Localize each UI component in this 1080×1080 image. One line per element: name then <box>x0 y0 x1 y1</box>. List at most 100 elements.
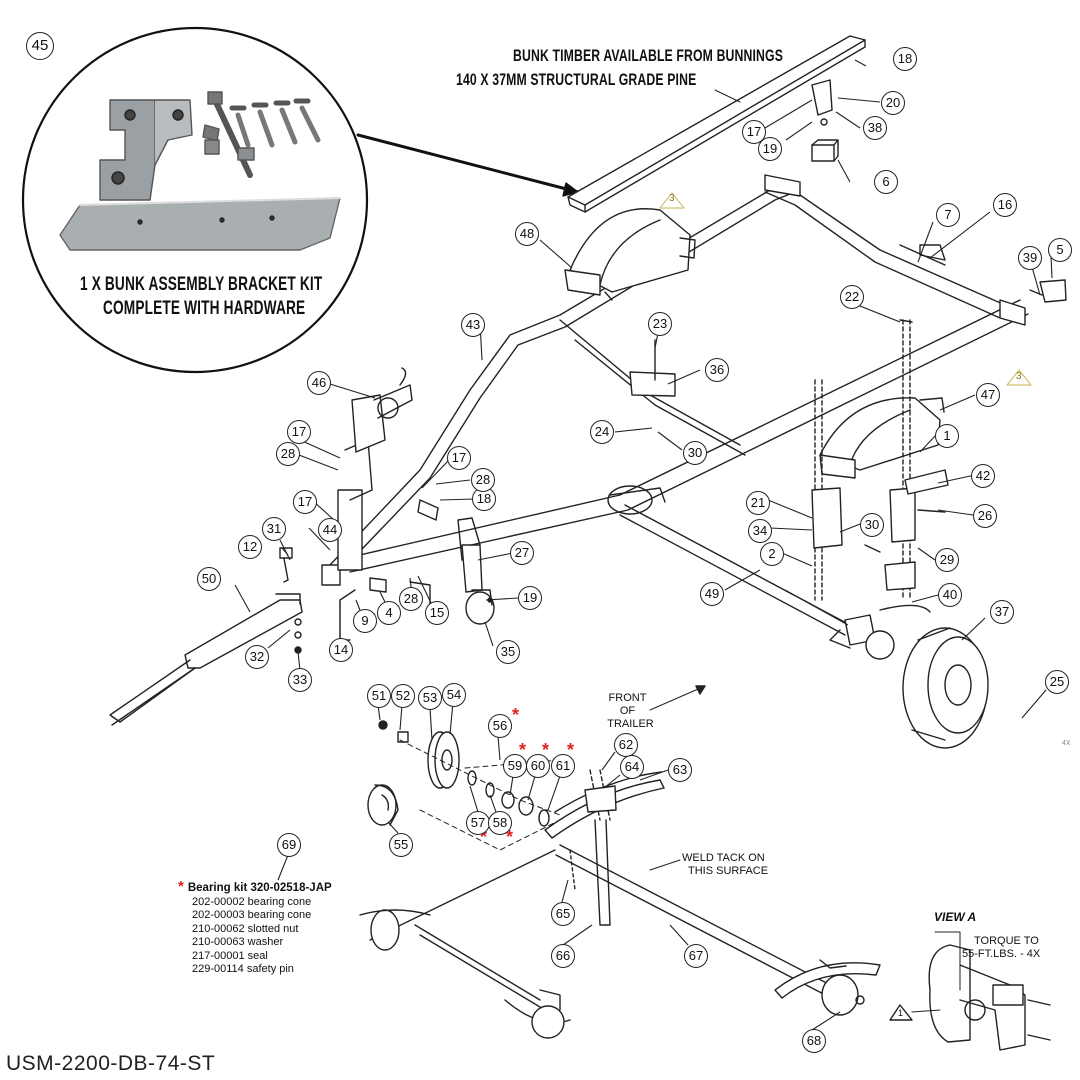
part-callout-17: 17 <box>742 120 766 144</box>
part-callout-42: 42 <box>971 464 995 488</box>
part-callout-12: 12 <box>238 535 262 559</box>
part-callout-33: 33 <box>288 668 312 692</box>
bearing-kit-title: Bearing kit 320-02518-JAP <box>187 882 332 894</box>
part-callout-68: 68 <box>802 1029 826 1053</box>
view-a-torque-note: TORQUE TO 55-FT.LBS. - 4X <box>962 935 1040 961</box>
part-callout-14: 14 <box>329 638 353 662</box>
part-callout-31: 31 <box>262 517 286 541</box>
bearing-kit-marker: * <box>567 740 575 760</box>
part-callout-7: 7 <box>936 203 960 227</box>
part-callout-17: 17 <box>293 490 317 514</box>
part-callout-28: 28 <box>471 468 495 492</box>
part-callout-6: 6 <box>874 170 898 194</box>
part-callout-51: 51 <box>367 684 391 708</box>
part-callout-27: 27 <box>510 541 534 565</box>
part-callout-30: 30 <box>860 513 884 537</box>
part-callout-54: 54 <box>442 683 466 707</box>
part-callout-21: 21 <box>746 491 770 515</box>
bearing-kit-marker: * <box>480 827 488 847</box>
part-callout-64: 64 <box>620 755 644 779</box>
torque-line1: TORQUE TO <box>974 935 1039 947</box>
part-callout-44: 44 <box>318 518 342 542</box>
part-callout-2: 2 <box>760 542 784 566</box>
bearing-kit-item: 210-00063 washer <box>192 936 284 948</box>
part-callout-37: 37 <box>990 600 1014 624</box>
part-callout-43: 43 <box>461 313 485 337</box>
front-note-line2: TRAILER <box>607 718 654 730</box>
part-callout-32: 32 <box>245 645 269 669</box>
inset-caption-line2: COMPLETE WITH HARDWARE <box>103 298 306 319</box>
bearing-kit-item: 202-00002 bearing cone <box>192 895 312 908</box>
weld-note-line1: WELD TACK ON <box>682 852 765 864</box>
part-callout-60: 60 <box>526 754 550 778</box>
torque-line2: 55-FT.LBS. - 4X <box>962 948 1041 960</box>
part-callout-56: 56 <box>488 714 512 738</box>
model-number: USM-2200-DB-74-ST <box>6 1052 216 1075</box>
part-callout-49: 49 <box>700 582 724 606</box>
bearing-kit-item: 202-00003 bearing cone <box>192 909 312 921</box>
bunk-note-line2: 140 X 37MM STRUCTURAL GRADE PINE <box>456 70 697 89</box>
inset-caption-line1: 1 X BUNK ASSEMBLY BRACKET KIT <box>80 274 323 295</box>
part-callout-66: 66 <box>551 944 575 968</box>
part-callout-22: 22 <box>840 285 864 309</box>
bearing-kit-marker: * <box>519 740 527 760</box>
view-a-flag: 1 <box>898 1008 904 1018</box>
part-callout-57: 57 <box>466 811 490 835</box>
bearing-kit-marker: * <box>506 827 514 847</box>
bearing-kit-item: 229-00114 safety pin <box>192 963 294 975</box>
part-callout-47: 47 <box>976 383 1000 407</box>
part-callout-28: 28 <box>276 442 300 466</box>
part-callout-39: 39 <box>1018 246 1042 270</box>
part-callout-34: 34 <box>748 519 772 543</box>
part-callout-67: 67 <box>684 944 708 968</box>
bearing-kit-item: 210-00062 slotted nut <box>192 922 299 935</box>
bunk-note-line1: BUNK TIMBER AVAILABLE FROM BUNNINGS <box>513 46 783 65</box>
part-callout-52: 52 <box>391 684 415 708</box>
part-callout-9: 9 <box>353 609 377 633</box>
bearing-kit-list: *Bearing kit 320-02518-JAP 202-00002 bea… <box>178 878 332 977</box>
front-of-trailer-note: FRONT OF TRAILER <box>600 692 655 731</box>
part-callout-29: 29 <box>935 548 959 572</box>
part-callout-19: 19 <box>518 586 542 610</box>
part-callout-16: 16 <box>993 193 1017 217</box>
front-note-line1: FRONT OF <box>608 692 647 717</box>
part-callout-28: 28 <box>399 587 423 611</box>
part-callout-36: 36 <box>705 358 729 382</box>
part-callout-19: 19 <box>758 137 782 161</box>
part-callout-69: 69 <box>277 833 301 857</box>
part-callout-25: 25 <box>1045 670 1069 694</box>
part-callout-18: 18 <box>893 47 917 71</box>
part-callout-30: 30 <box>683 441 707 465</box>
revision-flag: 3 <box>669 193 675 204</box>
part-callout-5: 5 <box>1048 238 1072 262</box>
part-callout-65: 65 <box>551 902 575 926</box>
bearing-kit-marker: * <box>542 740 550 760</box>
part-callout-38: 38 <box>863 116 887 140</box>
part-callout-23: 23 <box>648 312 672 336</box>
part-callout-53: 53 <box>418 686 442 710</box>
part-callout-17: 17 <box>447 446 471 470</box>
part-callout-35: 35 <box>496 640 520 664</box>
bracket-kit-inset <box>21 26 369 374</box>
part-callout-55: 55 <box>389 833 413 857</box>
part-callout-58: 58 <box>488 811 512 835</box>
part-callout-17: 17 <box>287 420 311 444</box>
part-callout-26: 26 <box>973 504 997 528</box>
bearing-kit-star: * <box>178 878 184 895</box>
part-callout-50: 50 <box>197 567 221 591</box>
inset-number-callout: 45 <box>26 32 54 60</box>
view-a-title: VIEW A <box>934 910 977 924</box>
weld-note-line2: THIS SURFACE <box>688 865 769 877</box>
part-callout-63: 63 <box>668 758 692 782</box>
part-callout-15: 15 <box>425 601 449 625</box>
edge-text: 4X <box>1062 740 1071 747</box>
bearing-kit-marker: * <box>512 705 520 725</box>
part-callout-20: 20 <box>881 91 905 115</box>
part-callout-46: 46 <box>307 371 331 395</box>
part-callout-61: 61 <box>551 754 575 778</box>
part-callout-48: 48 <box>515 222 539 246</box>
weld-note: WELD TACK ON THIS SURFACE <box>682 852 768 878</box>
revision-flag: 3 <box>1016 371 1022 382</box>
part-callout-4: 4 <box>377 601 401 625</box>
